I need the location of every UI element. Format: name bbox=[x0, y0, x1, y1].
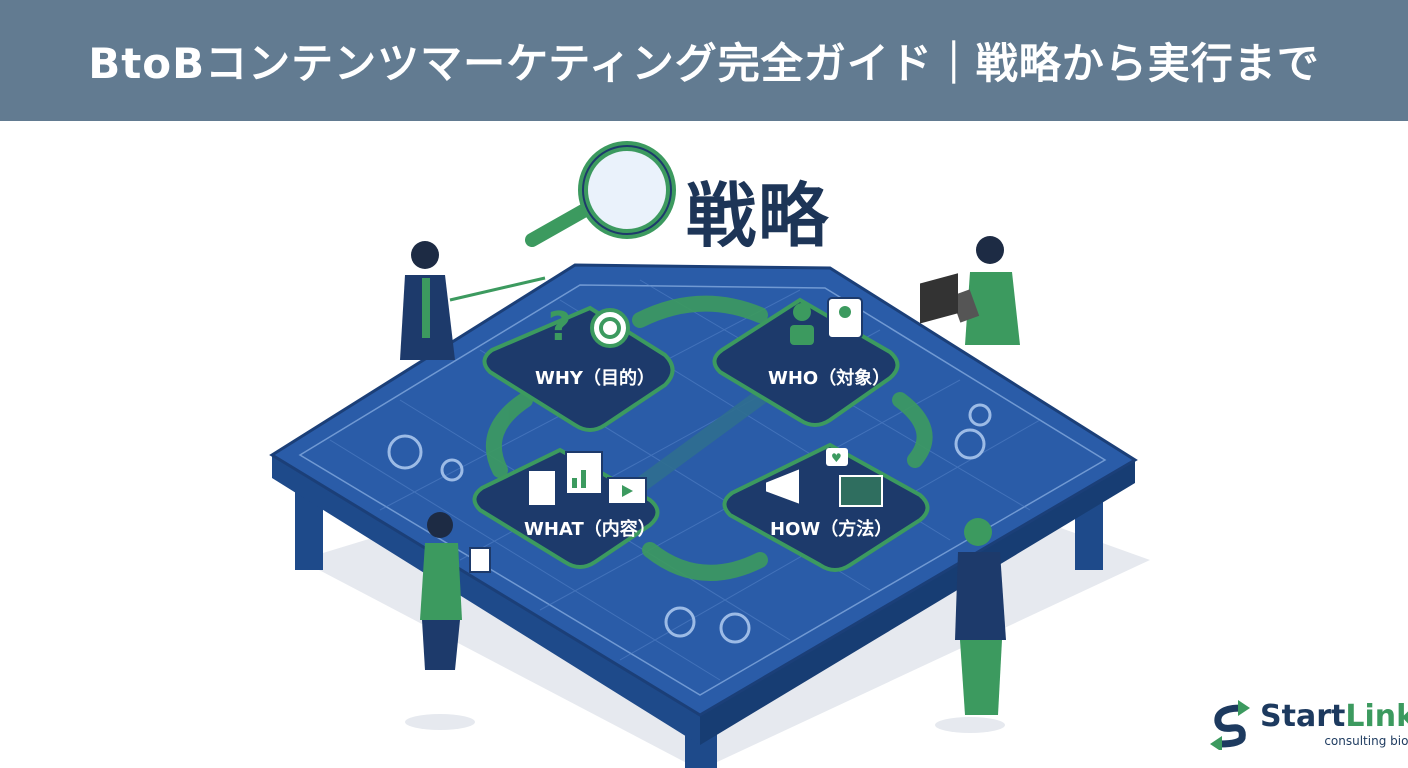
person-tablet bbox=[950, 236, 1020, 345]
who-label: WHO（対象） bbox=[768, 368, 891, 389]
title-banner: BtoBコンテンツマーケティング完全ガイド｜戦略から実行まで bbox=[0, 0, 1408, 121]
table-top bbox=[269, 263, 1138, 717]
logo-tagline: consulting biog bbox=[1324, 734, 1408, 748]
question-icon: ? bbox=[548, 304, 571, 350]
startlink-logo: StartLink consulting biog bbox=[1208, 700, 1408, 750]
magnifying-glass-icon bbox=[525, 141, 676, 247]
sync-arrows-icon bbox=[1210, 700, 1250, 750]
logo-name-start: Start bbox=[1260, 699, 1346, 734]
svg-text:♥: ♥ bbox=[831, 451, 842, 465]
gear-icons bbox=[387, 403, 992, 644]
person-laptop bbox=[920, 273, 1006, 733]
why-label: WHY（目的） bbox=[535, 368, 655, 389]
person-presenter bbox=[400, 241, 546, 360]
quadrant-icons: ? ♥ bbox=[527, 297, 883, 507]
person-clipboard bbox=[405, 512, 491, 730]
profile-document-icon bbox=[827, 297, 863, 339]
video-icon bbox=[607, 477, 647, 505]
strategy-heading: 戦略 bbox=[686, 175, 830, 257]
logo-name-link: Link bbox=[1345, 699, 1408, 734]
how-label: HOW（方法） bbox=[770, 519, 893, 540]
megaphone-icon bbox=[764, 466, 801, 507]
heart-chat-icon: ♥ bbox=[826, 448, 848, 466]
what-label: WHAT（内容） bbox=[524, 519, 656, 540]
page-title: BtoBコンテンツマーケティング完全ガイド｜戦略から実行まで bbox=[88, 39, 1320, 88]
report-chart-icon bbox=[565, 451, 603, 495]
person-icon bbox=[790, 303, 814, 345]
strategy-table-illustration: ? ♥ bbox=[269, 141, 1150, 768]
target-icon bbox=[590, 308, 630, 348]
map-icon bbox=[839, 475, 883, 507]
document-icon bbox=[527, 469, 557, 507]
